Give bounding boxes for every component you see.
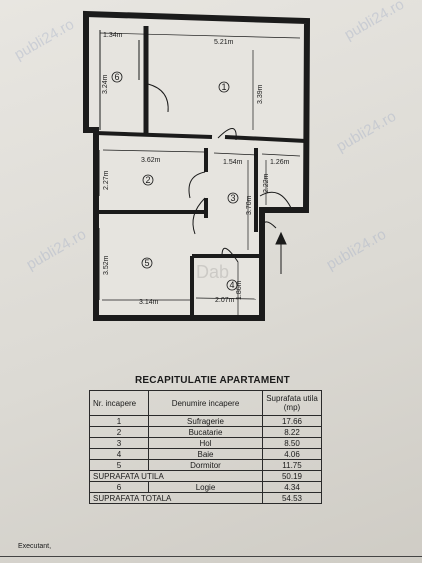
watermark: publi24.ro: [12, 16, 78, 64]
cell-name: Logie: [148, 481, 263, 493]
door-swings: [147, 83, 293, 263]
totala-label: SUPRAFATA TOTALA: [89, 492, 263, 504]
dim-label: 3.24m: [102, 74, 109, 94]
dim-label: 2.22m: [263, 173, 270, 193]
dim-label: 1.34m: [103, 32, 123, 39]
utila-value: 50.19: [262, 470, 322, 482]
dimension-labels: 1.34m 5.21m 3.24m 3.39m 3.62m 1.54m 1.26…: [102, 32, 290, 306]
entry-arrow: [275, 231, 287, 274]
cell-nr: 4: [89, 448, 149, 460]
watermark: publi24.ro: [334, 108, 400, 156]
header-area: Suprafata utila (mp): [262, 390, 322, 416]
footer-divider: [0, 556, 422, 557]
table-row: 6 Logie 4.34: [89, 481, 322, 493]
cell-name: Baie: [148, 448, 263, 460]
floor-plan: publi24.ro publi24.ro publi24.ro publi24…: [12, 0, 408, 321]
cell-nr: 6: [89, 481, 149, 493]
cell-area: 17.66: [262, 415, 322, 427]
dim-label: 5.21m: [214, 39, 234, 46]
total-row: SUPRAFATA TOTALA 54.53: [89, 492, 322, 504]
subtotal-row: SUPRAFATA UTILA 50.19: [89, 470, 322, 482]
table-header-row: Nr. incapere Denumire incapere Suprafata…: [89, 390, 322, 416]
dim-label: 3.62m: [141, 157, 161, 164]
dim-label: 3.70m: [246, 195, 253, 215]
table-row: 3 Hol 8.50: [89, 437, 322, 449]
room-number-1: 1: [221, 82, 226, 92]
header-name: Denumire incapere: [148, 390, 263, 416]
cell-area: 8.50: [262, 437, 322, 449]
recap-table: Nr. incapere Denumire incapere Suprafata…: [89, 390, 322, 504]
cell-area: 11.75: [262, 459, 322, 471]
totala-value: 54.53: [262, 492, 322, 504]
watermark: publi24.ro: [24, 226, 90, 274]
room-number-6: 6: [114, 72, 119, 82]
cell-name: Bucatarie: [148, 426, 263, 438]
cell-nr: 2: [89, 426, 149, 438]
watermark: publi24.ro: [324, 226, 390, 274]
room-number-5: 5: [144, 258, 149, 268]
cell-name: Sufragerie: [148, 415, 263, 427]
dim-label: 3.52m: [103, 255, 110, 275]
dim-label: 3.14m: [139, 299, 159, 306]
dim-label: 1.86m: [236, 280, 243, 300]
room-markers: [111, 71, 239, 291]
executant-label: Executant,: [18, 543, 52, 550]
room-number-2: 2: [145, 175, 150, 185]
table-row: 2 Bucatarie 8.22: [89, 426, 322, 438]
cell-area: 8.22: [262, 426, 322, 438]
table-row: 1 Sufragerie 17.66: [89, 415, 322, 427]
cell-name: Hol: [148, 437, 263, 449]
cell-nr: 1: [89, 415, 149, 427]
room-number-3: 3: [230, 193, 235, 203]
utila-label: SUPRAFATA UTILA: [89, 470, 263, 482]
watermark: publi24.ro: [342, 0, 408, 43]
recap-title: RECAPITULATIE APARTAMENT: [135, 375, 290, 386]
center-watermark: Dab: [196, 262, 229, 282]
room-number-4: 4: [229, 280, 234, 290]
walls: [83, 10, 311, 321]
table-row: 5 Dormitor 11.75: [89, 459, 322, 471]
cell-area: 4.06: [262, 448, 322, 460]
dim-label: 1.26m: [270, 159, 290, 166]
cell-name: Dormitor: [148, 459, 263, 471]
dimension-lines: [99, 32, 301, 316]
header-nr: Nr. incapere: [89, 390, 149, 416]
dim-label: 2.07m: [215, 297, 235, 304]
cell-area: 4.34: [262, 481, 322, 493]
cell-nr: 5: [89, 459, 149, 471]
dim-label: 3.39m: [257, 84, 264, 104]
dim-label: 1.54m: [223, 159, 243, 166]
room-numbers: 1 2 3 4 5 6: [114, 72, 235, 290]
dim-label: 2.27m: [103, 170, 110, 190]
cell-nr: 3: [89, 437, 149, 449]
table-row: 4 Baie 4.06: [89, 448, 322, 460]
